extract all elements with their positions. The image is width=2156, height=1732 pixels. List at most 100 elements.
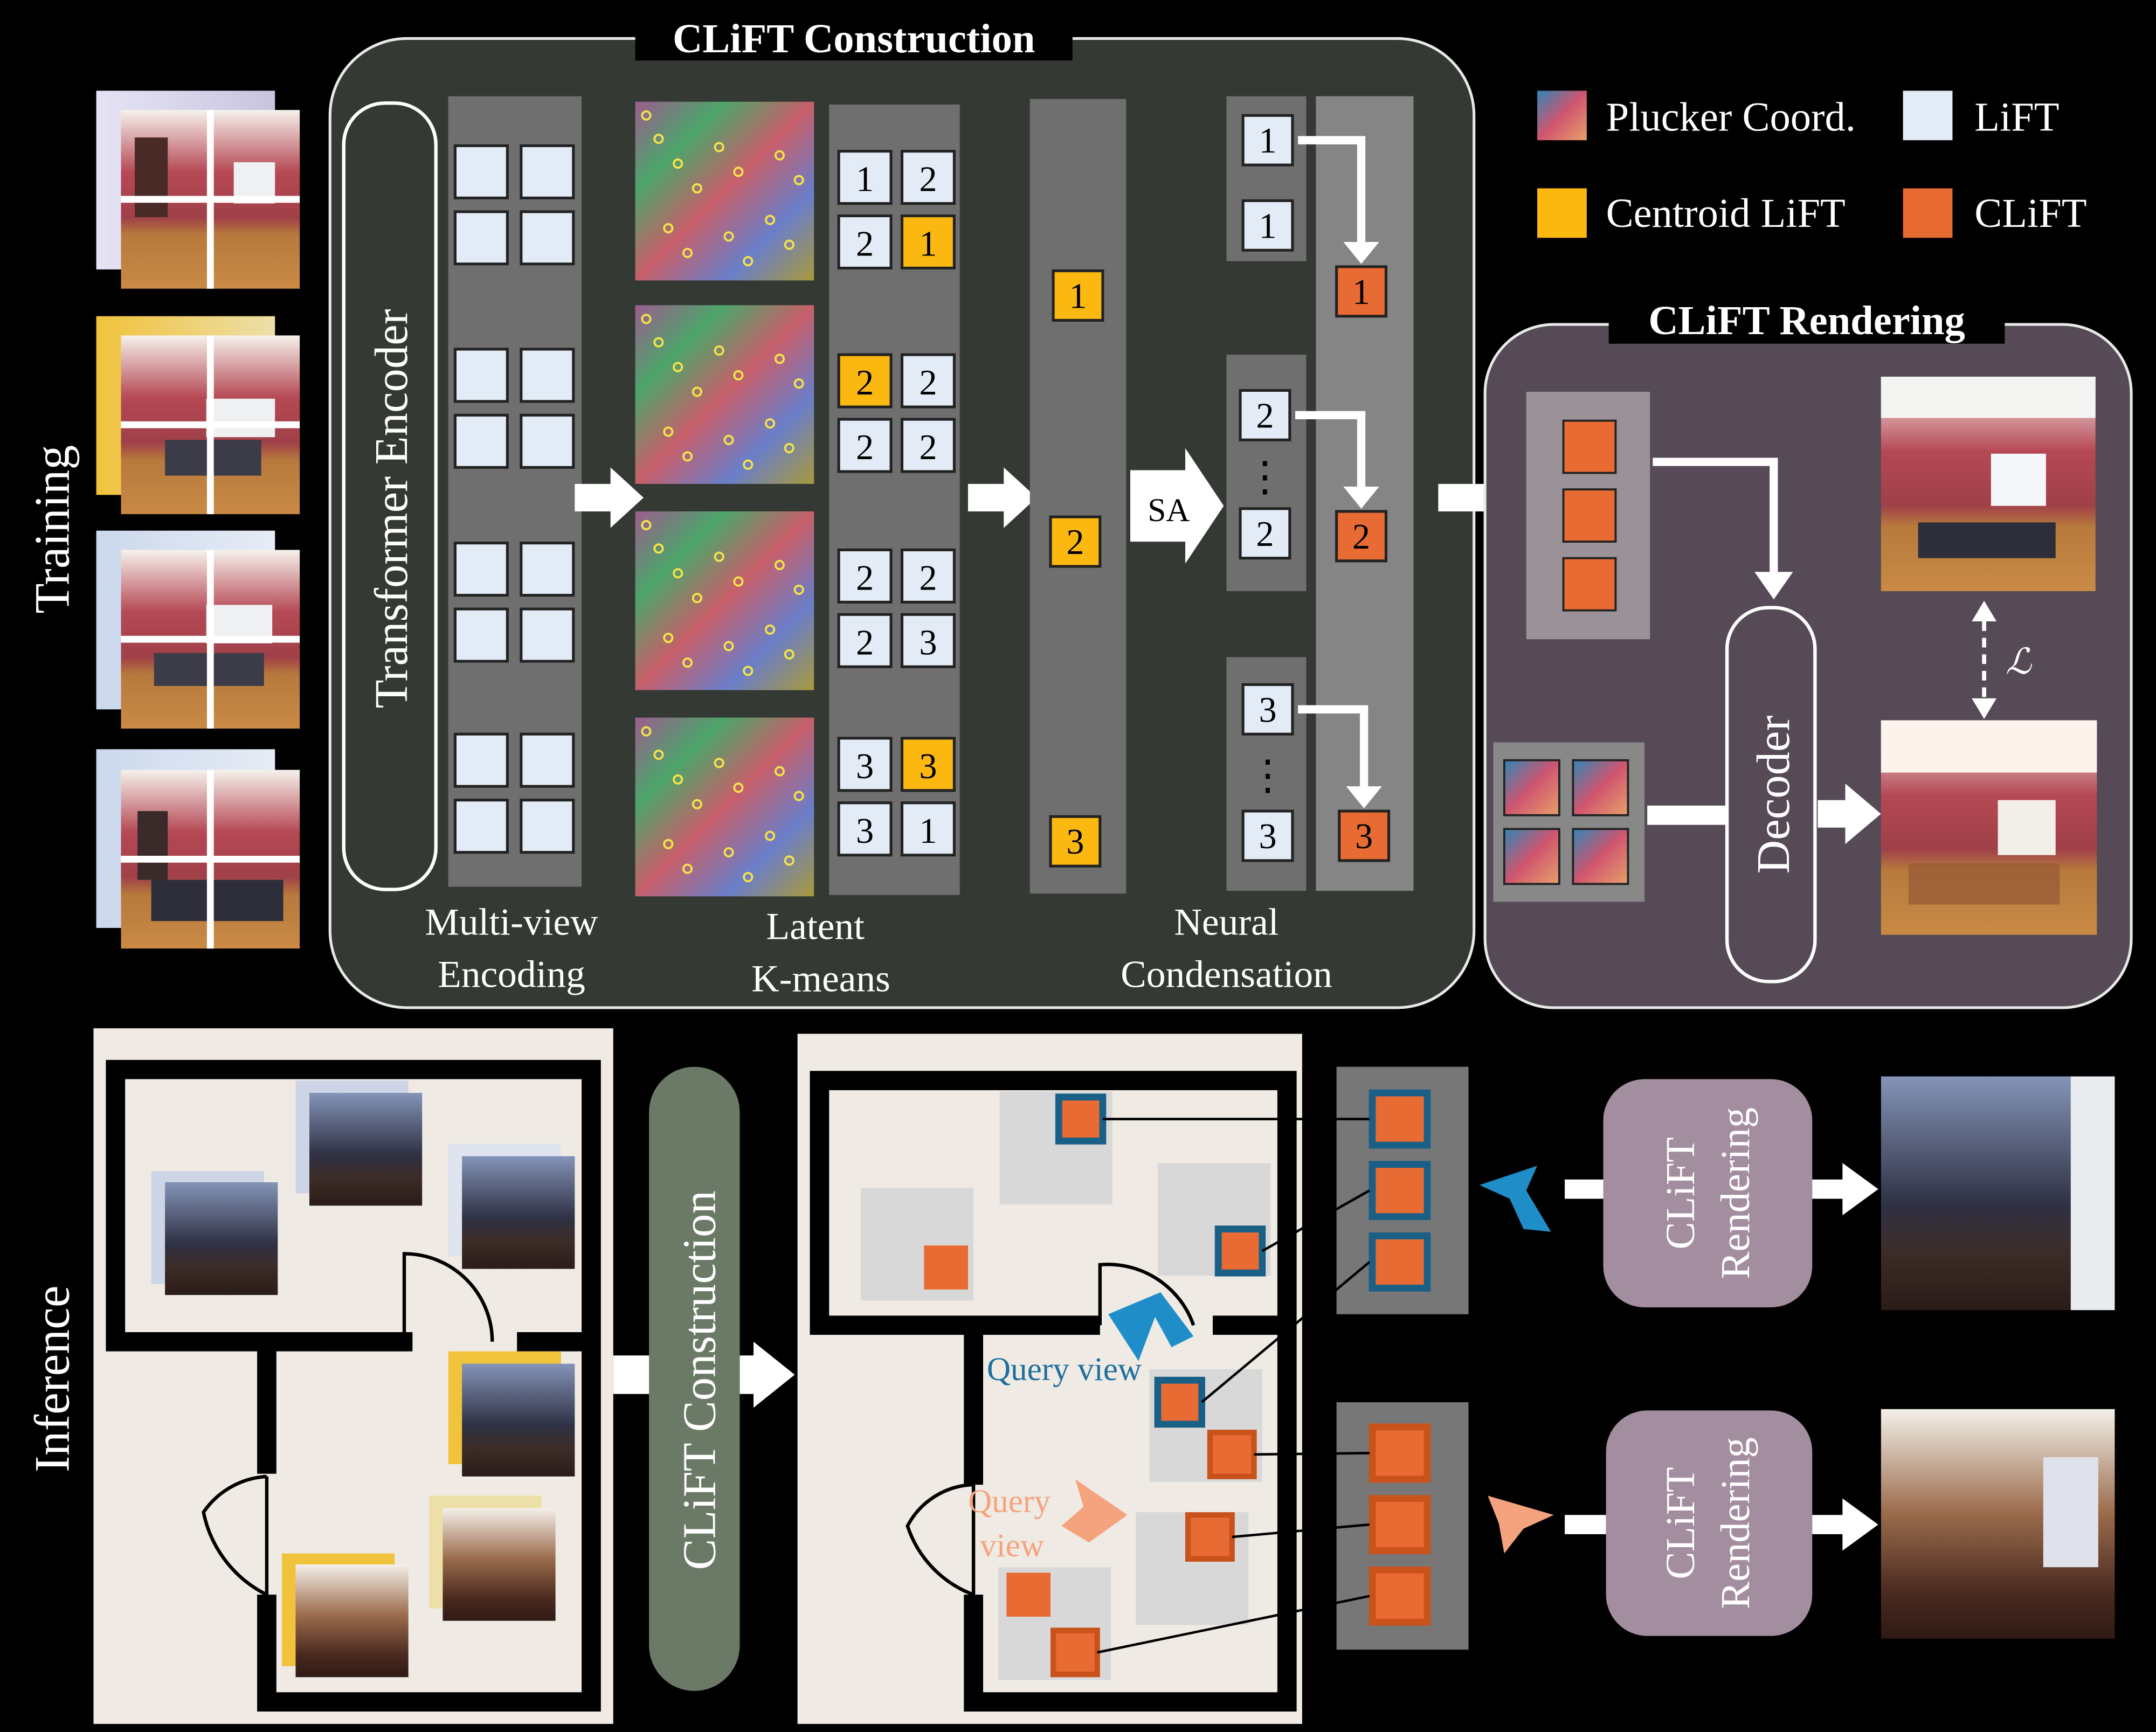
cluster-center-marker (733, 167, 744, 177)
right-arrow-icon (968, 467, 1037, 528)
right-arrow-icon (1842, 1163, 1878, 1216)
legend: Plucker Coord. LiFT Centroid LiFT CLiFT (1537, 91, 2087, 238)
cluster-center-marker (774, 354, 785, 364)
cluster-center-marker (682, 657, 693, 668)
kmeans-token (837, 353, 893, 408)
camera-icon (1479, 1166, 1551, 1232)
cluster-center-marker (714, 142, 724, 153)
clift-token (1335, 510, 1387, 563)
elbow-arrow-line (1295, 411, 1366, 493)
lift-token (453, 607, 509, 663)
centroid-token (1049, 815, 1102, 868)
centroid-token (1052, 269, 1104, 322)
legend-clift-swatch (1903, 188, 1953, 238)
kmeans-token (837, 418, 893, 473)
rendering-clift-tokens (1562, 419, 1617, 612)
cluster-center-marker (774, 559, 785, 571)
door-icon (1098, 1263, 1196, 1326)
stage-multiview-line1: Multi-view (425, 901, 598, 944)
clift-token (1335, 265, 1387, 318)
clift-token (1338, 809, 1391, 862)
door-icon (402, 1252, 494, 1342)
kmeans-token (837, 613, 893, 668)
rendering-box-2-line2: Rendering (1712, 1437, 1758, 1609)
cluster-center-marker (733, 370, 744, 380)
cluster-center-marker (714, 551, 724, 562)
condensation-token-label: 1 (1259, 121, 1276, 161)
rendering-box-2-line1: CLiFT (1657, 1467, 1703, 1579)
lift-token (520, 413, 575, 469)
cluster-center-marker (784, 239, 794, 250)
kmeans-token-label: 2 (856, 428, 874, 467)
cluster-center-marker (793, 791, 804, 801)
query-blue-tokens (1369, 1089, 1431, 1292)
cluster-center-marker (673, 158, 683, 169)
down-arrow-icon (1754, 572, 1793, 600)
cluster-center-marker (743, 256, 754, 267)
inference-output-1 (1881, 1076, 2115, 1311)
input-view-1 (96, 91, 300, 289)
cluster-center-marker (692, 386, 702, 397)
cluster-center-marker (673, 568, 683, 579)
kmeans-token-label: 2 (856, 224, 874, 264)
cluster-center-marker (663, 223, 674, 234)
condensation-lift-token (1239, 507, 1291, 560)
kmeans-token (900, 150, 956, 205)
lift-token (453, 732, 509, 788)
kmeans-token-label: 2 (919, 428, 937, 467)
lift-token (520, 542, 575, 597)
right-arrow-icon (1818, 784, 1881, 844)
centroid-token-label: 3 (1066, 822, 1084, 862)
floorplan-input (93, 1028, 613, 1724)
inference-label: Inference (25, 1285, 80, 1472)
input-view-4 (96, 749, 300, 949)
condensation-token-label: 2 (1256, 515, 1274, 554)
lift-token (520, 799, 575, 854)
cluster-center-marker (641, 110, 652, 121)
kmeans-token (837, 150, 893, 205)
cluster-center-marker (774, 766, 785, 777)
inference-view-2 (448, 1144, 575, 1269)
clift-token-label: 2 (1352, 517, 1370, 557)
cluster-center-marker (793, 378, 804, 389)
kmeans-segmentation-image (635, 717, 814, 897)
cluster-center-marker (723, 231, 734, 242)
kmeans-token-label: 2 (919, 160, 937, 199)
condensation-lift-token (1239, 389, 1291, 441)
cluster-center-marker (733, 782, 744, 793)
elbow-arrow-line (1298, 705, 1369, 792)
legend-centroid-swatch (1537, 188, 1587, 238)
kmeans-token (900, 353, 956, 408)
rendering-box-1-line2: Rendering (1712, 1107, 1758, 1279)
cluster-center-marker (743, 871, 754, 883)
cluster-center-marker (653, 749, 664, 760)
inference-rendering-box-2 (1606, 1410, 1813, 1636)
right-arrow-icon (1842, 1498, 1878, 1551)
condensation-token-label: 3 (1259, 690, 1276, 730)
kmeans-token-label: 2 (919, 363, 937, 403)
cluster-center-marker (653, 337, 664, 348)
down-arrow-icon (1346, 786, 1382, 808)
cluster-center-marker (765, 418, 776, 429)
clift-token-label: 1 (1352, 273, 1370, 312)
cluster-center-marker (692, 183, 702, 194)
inference-construction-box (649, 1066, 740, 1691)
clift-token-label: 3 (1355, 817, 1373, 856)
construction-panel: CLiFT Construction Transformer Encoder 1… (328, 13, 1476, 1009)
query-view-orange-line2: view (980, 1527, 1044, 1564)
kmeans-token-label: 1 (856, 160, 874, 199)
inference-view-5 (429, 1495, 556, 1621)
construction-title: CLiFT Construction (673, 16, 1035, 61)
loss-label: ℒ (2006, 642, 2032, 682)
kmeans-segmentation-image (635, 511, 814, 690)
token-links (1097, 1118, 1371, 1654)
cluster-center-marker (793, 584, 804, 595)
kmeans-token-label: 3 (919, 623, 937, 662)
query-view-orange-line1: Query (968, 1483, 1051, 1520)
cluster-center-marker (673, 774, 683, 785)
kmeans-token-label: 2 (919, 558, 937, 598)
cluster-center-marker (653, 543, 664, 554)
lift-token (453, 542, 509, 597)
